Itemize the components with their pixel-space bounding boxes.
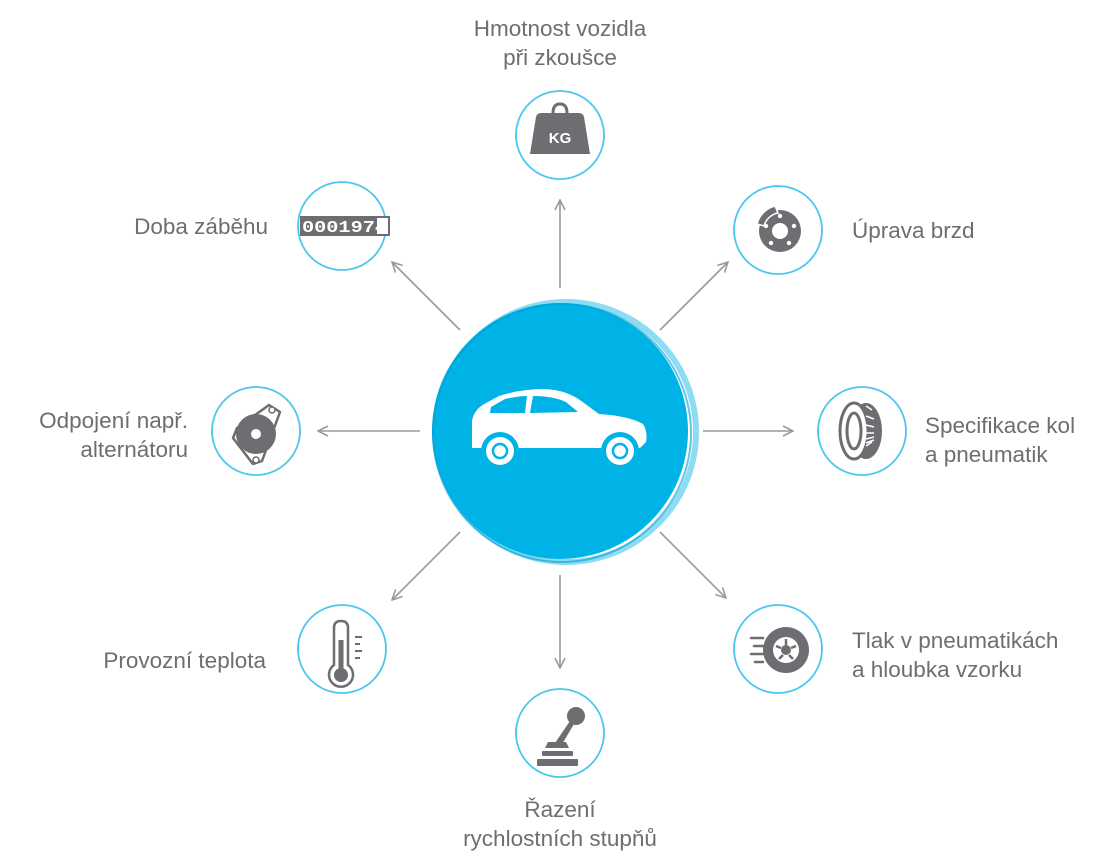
node-mass: KG (515, 90, 605, 180)
label-line: Úprava brzd (852, 218, 975, 243)
label-pressure: Tlak v pneumatikách a hloubka vzorku (852, 626, 1058, 684)
brake-disc-icon (756, 205, 801, 252)
label-line: alternátoru (80, 437, 188, 462)
arrow-to-temperature (392, 531, 461, 600)
node-temperature (297, 604, 387, 694)
label-line: Doba záběhu (134, 214, 268, 239)
label-temperature: Provozní teplota (20, 646, 266, 675)
thermometer-icon (327, 619, 362, 688)
alternator-icon (231, 403, 282, 466)
node-pressure (733, 604, 823, 694)
label-line: a pneumatik (925, 442, 1048, 467)
label-line: Hmotnost vozidla (473, 16, 647, 41)
label-brakes: Úprava brzd (852, 216, 975, 245)
node-gear (515, 688, 605, 778)
label-gear: Řazení rychlostních stupňů (420, 795, 700, 853)
label-line: Odpojení např. (39, 408, 188, 433)
node-brakes (733, 185, 823, 275)
odometer-icon: 0001974 (300, 216, 390, 237)
label-line: a hloubka vzorku (852, 657, 1023, 682)
arrow-to-pressure (659, 531, 726, 598)
arrow-to-brakes (659, 262, 728, 331)
tire-icon (838, 401, 882, 461)
weight-kg-text: KG (549, 130, 572, 147)
center-hub (432, 299, 699, 565)
label-alternator: Odpojení např. alternátoru (0, 406, 188, 464)
arrow-to-runin (392, 262, 461, 331)
odometer-digits: 0001974 (302, 218, 387, 237)
label-mass: Hmotnost vozidla při zkoušce (420, 14, 700, 72)
label-line: při zkoušce (503, 45, 617, 70)
label-line: rychlostních stupňů (463, 826, 657, 851)
center-circle-edge (432, 303, 692, 563)
label-wheels: Specifikace kol a pneumatik (925, 411, 1075, 469)
car-icon (472, 389, 647, 470)
arrows (318, 200, 793, 668)
gear-shift-icon (537, 707, 585, 766)
weight-kg-icon: KG (530, 102, 590, 154)
wheel-speed-icon (749, 627, 809, 673)
label-line: Provozní teplota (103, 648, 266, 673)
label-line: Specifikace kol (925, 413, 1076, 438)
node-runin: 0001974 (297, 181, 390, 271)
label-line: Řazení (524, 797, 596, 822)
label-line: Tlak v pneumatikách (852, 628, 1059, 653)
node-alternator (211, 386, 301, 476)
node-wheels (817, 386, 907, 476)
label-runin: Doba záběhu (40, 212, 268, 241)
